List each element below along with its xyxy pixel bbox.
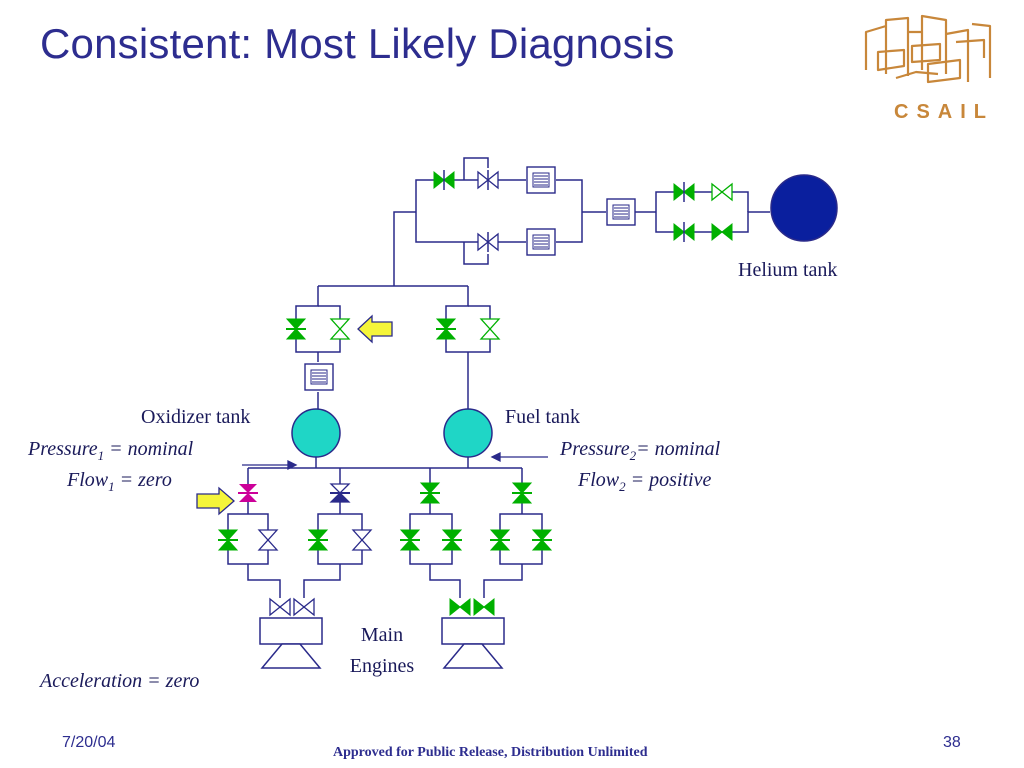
flow2-readout: Flow2 = positive (578, 469, 712, 494)
slide-title: Consistent: Most Likely Diagnosis (40, 20, 675, 67)
engine-inlet-valve-closed (269, 598, 291, 616)
engine-inlet-valve-open (473, 598, 495, 616)
engine-inlet-valve-open (449, 598, 471, 616)
engine-valve-closed (258, 529, 278, 551)
fuel-tank (443, 408, 493, 458)
helium-tank (770, 174, 838, 242)
feed-valve-open (511, 482, 533, 504)
slide-date: 7/20/04 (62, 734, 116, 751)
oxidizer-press-valve-open (285, 318, 307, 340)
pressure-regulator (304, 363, 334, 391)
engine-valve-open (217, 529, 239, 551)
release-note: Approved for Public Release, Distributio… (333, 745, 648, 760)
pressure-regulator (526, 228, 556, 256)
feed-valve-fault (238, 484, 258, 502)
oxidizer-press-valve-closed (330, 318, 350, 340)
engine-valve-open (399, 529, 421, 551)
engine-valve-open (489, 529, 511, 551)
flow1-readout: Flow1 = zero (67, 469, 172, 494)
helium-tank-label: Helium tank (738, 259, 838, 281)
main-engines-label-line2: Engines (349, 655, 415, 677)
fault-arrow (196, 486, 235, 516)
page-number: 38 (943, 734, 961, 751)
fuel-press-valve-open (435, 318, 457, 340)
fuel-press-valve-closed (480, 318, 500, 340)
pressure-regulator (526, 166, 556, 194)
pressure-regulator (606, 198, 636, 226)
engine-valve-open (441, 529, 463, 551)
main-engines-label: Main Engines (340, 620, 424, 682)
helium-valve-closed (711, 183, 733, 201)
csail-logo-text: CSAIL (894, 101, 994, 123)
acceleration-readout: Acceleration = zero (40, 670, 200, 692)
pressure1-readout: Pressure1 = nominal (28, 438, 194, 463)
pressure2-readout: Pressure2= nominal (560, 438, 721, 463)
main-engines-label-line1: Main (360, 624, 404, 646)
feed-valve-open (419, 482, 441, 504)
engine-valve-closed (352, 529, 372, 551)
oxidizer-tank (291, 408, 341, 458)
engine-valve-open (307, 529, 329, 551)
engine-valve-open (531, 529, 553, 551)
helium-valve-open (711, 223, 733, 241)
main-engine (259, 617, 323, 669)
main-engine (441, 617, 505, 669)
csail-logo: CSAIL (864, 14, 994, 123)
feed-valve (329, 483, 351, 503)
oxidizer-tank-label: Oxidizer tank (141, 406, 251, 428)
annotation-pointers (242, 451, 548, 471)
engine-inlet-valve-closed (293, 598, 315, 616)
fuel-tank-label: Fuel tank (505, 406, 580, 428)
highlight-arrow (357, 314, 393, 344)
